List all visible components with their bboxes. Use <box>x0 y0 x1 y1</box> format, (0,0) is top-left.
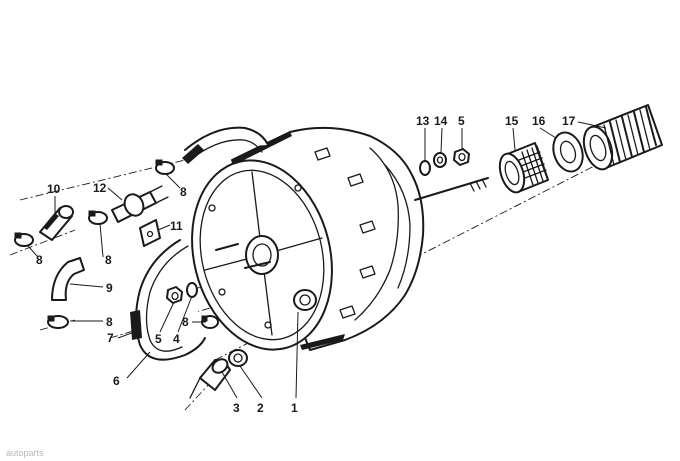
callout-1: 1 <box>291 401 298 415</box>
washer-4[interactable] <box>186 282 198 298</box>
washer-13[interactable] <box>419 160 431 176</box>
callout-8-upper: 8 <box>180 185 187 199</box>
nut-5-rear[interactable] <box>453 148 470 166</box>
callout-2: 2 <box>257 401 264 415</box>
boot-17[interactable] <box>579 104 663 173</box>
callout-8-left: 8 <box>36 253 43 267</box>
washer-14[interactable] <box>433 152 447 168</box>
grommet-2[interactable] <box>228 349 248 367</box>
callout-8-mid: 8 <box>105 253 112 267</box>
short-hose-10[interactable] <box>39 205 74 241</box>
callout-8-lower: 8 <box>182 315 189 329</box>
brake-booster[interactable] <box>173 126 489 365</box>
callout-10: 10 <box>47 182 61 196</box>
callout-4: 4 <box>173 332 180 346</box>
clamp-8-left[interactable] <box>14 232 34 247</box>
callout-5-rear: 5 <box>458 114 465 128</box>
callout-16: 16 <box>532 114 546 128</box>
callout-8-lower-left: 8 <box>106 315 113 329</box>
upper-hose[interactable] <box>182 126 269 164</box>
clamp-8-mid[interactable] <box>88 210 108 225</box>
bracket-11[interactable] <box>139 219 161 247</box>
check-valve-12[interactable] <box>111 185 169 223</box>
callout-17: 17 <box>562 114 576 128</box>
clamp-8-upper[interactable] <box>155 159 175 175</box>
callout-15: 15 <box>505 114 519 128</box>
callout-7: 7 <box>107 331 114 345</box>
elbow-hose-9[interactable] <box>51 257 85 301</box>
callout-12: 12 <box>93 181 107 195</box>
valve-3[interactable] <box>189 356 231 399</box>
callout-9: 9 <box>106 281 113 295</box>
nut-5-front[interactable] <box>166 286 183 304</box>
watermark-text: autoparts <box>6 448 44 458</box>
callout-6: 6 <box>113 374 120 388</box>
clamp-8-lower-left[interactable] <box>47 315 69 329</box>
callout-13: 13 <box>416 114 430 128</box>
callout-3: 3 <box>233 401 240 415</box>
filter-15[interactable] <box>495 142 549 195</box>
callout-14: 14 <box>434 114 448 128</box>
callout-11: 11 <box>170 219 183 233</box>
damper-16[interactable] <box>549 129 588 176</box>
callout-labels: 1 2 3 4 5 6 7 8 9 8 8 10 12 11 8 8 13 14… <box>36 114 576 415</box>
callout-5-front: 5 <box>155 332 162 346</box>
leader-lines <box>27 121 607 399</box>
